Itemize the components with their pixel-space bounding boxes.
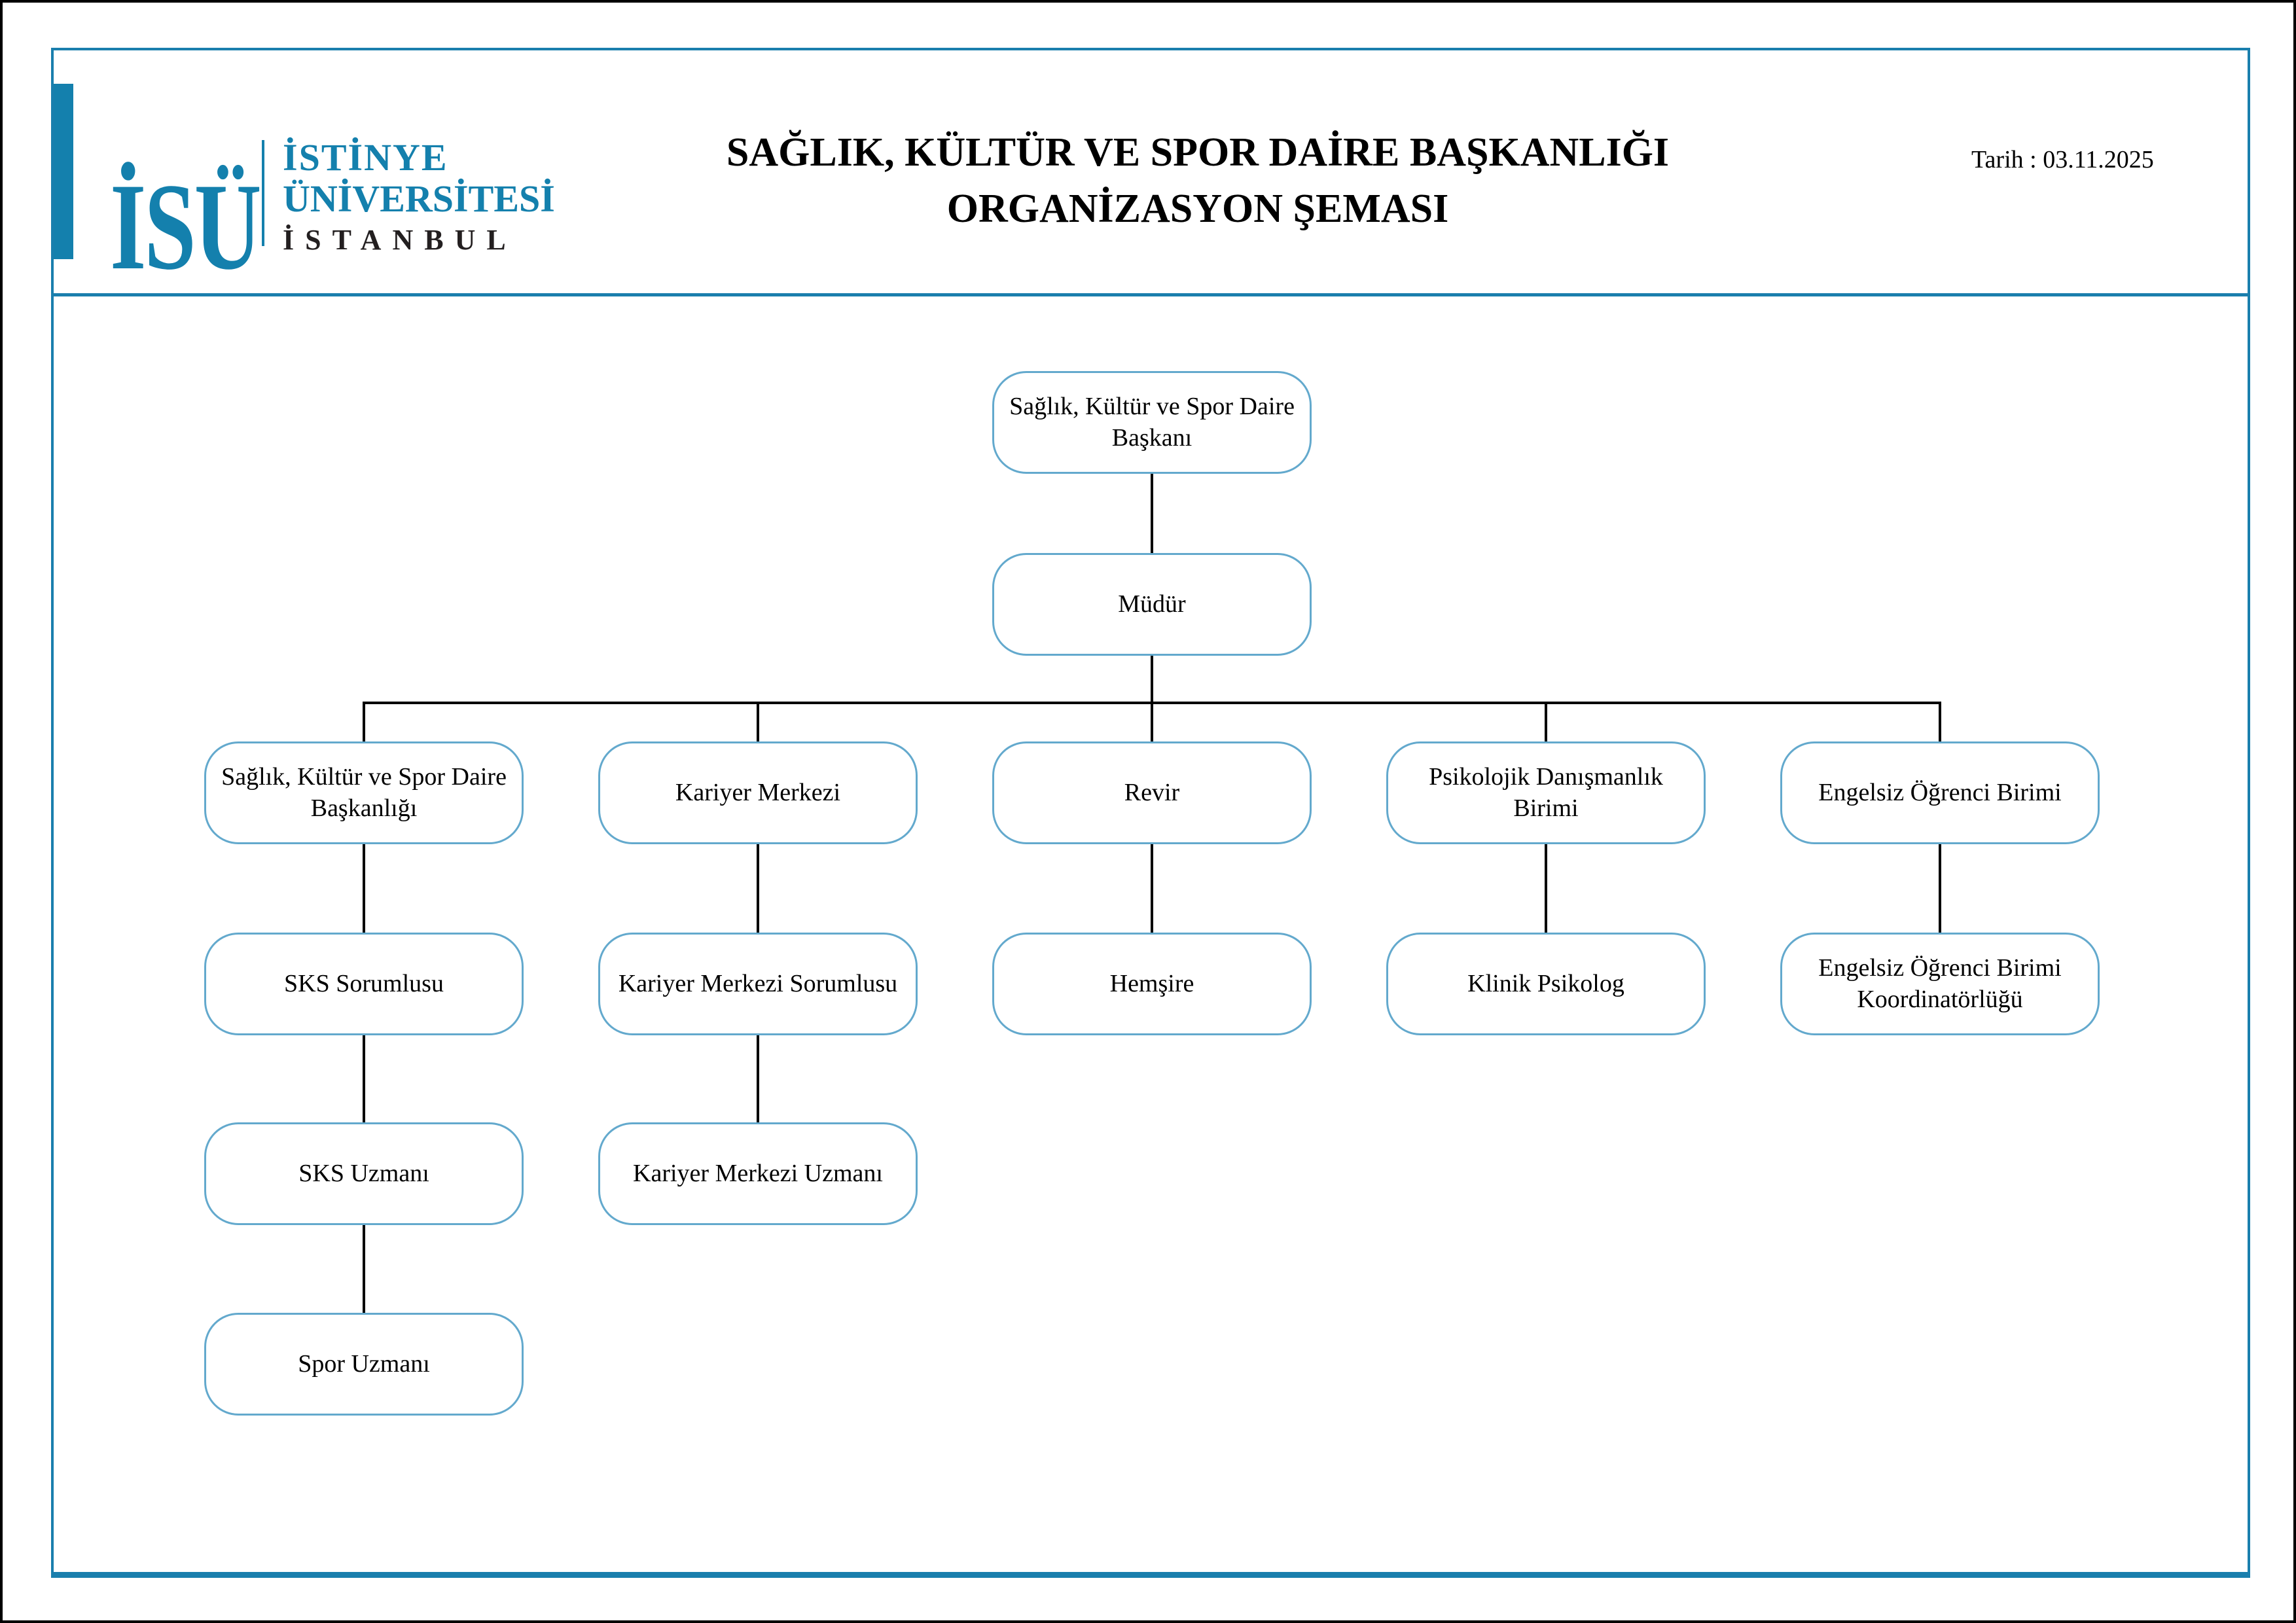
connector-line <box>1545 704 1547 741</box>
org-node-psikolojik-danismanlik: Psikolojik Danışmanlık Birimi <box>1386 741 1706 844</box>
org-node-spor-uzmani: Spor Uzmanı <box>204 1313 524 1416</box>
university-name-line2: ÜNİVERSİTESİ <box>283 177 555 220</box>
header-separator <box>51 293 2250 296</box>
page-edge-top <box>0 0 2296 3</box>
org-node-sks-daire-baskanligi: Sağlık, Kültür ve Spor Daire Başkanlığı <box>204 741 524 844</box>
org-node-kariyer-merkezi: Kariyer Merkezi <box>598 741 918 844</box>
page-edge-bottom <box>0 1620 2296 1623</box>
page-title-line1: SAĞLIK, KÜLTÜR VE SPOR DAİRE BAŞKANLIĞI <box>726 130 1670 175</box>
org-node-daire-baskani: Sağlık, Kültür ve Spor Daire Başkanı <box>992 371 1312 474</box>
org-node-engelsiz-koordinatorlugu: Engelsiz Öğrenci Birimi Koordinatörlüğü <box>1780 933 2100 1035</box>
connector-line <box>1151 844 1153 933</box>
page-edge-right <box>2293 0 2296 1623</box>
org-node-klinik-psikolog: Klinik Psikolog <box>1386 933 1706 1035</box>
org-node-mudur: Müdür <box>992 553 1312 656</box>
logo-divider-line <box>262 140 264 246</box>
connector-line <box>363 1035 365 1122</box>
connector-line <box>363 1225 365 1313</box>
connector-line <box>363 844 365 933</box>
connector-line <box>1151 656 1153 702</box>
org-node-kariyer-sorumlusu: Kariyer Merkezi Sorumlusu <box>598 933 918 1035</box>
logo-accent-bar <box>54 84 73 259</box>
date-label: Tarih : 03.11.2025 <box>1971 146 2154 173</box>
org-node-hemsire: Hemşire <box>992 933 1312 1035</box>
university-logo-abbr: İSÜ <box>110 158 262 296</box>
org-node-sks-sorumlusu: SKS Sorumlusu <box>204 933 524 1035</box>
page-title-line2: ORGANİZASYON ŞEMASI <box>946 187 1449 231</box>
org-node-engelsiz-ogrenci-birimi: Engelsiz Öğrenci Birimi <box>1780 741 2100 844</box>
org-node-sks-uzmani: SKS Uzmanı <box>204 1122 524 1225</box>
page-frame <box>51 48 2250 1578</box>
connector-line <box>757 844 759 933</box>
connector-line <box>757 1035 759 1122</box>
connector-line <box>1939 704 1941 741</box>
connector-line <box>1939 844 1941 933</box>
connector-line <box>1151 474 1153 553</box>
university-city: İSTANBUL <box>283 224 517 256</box>
connector-line <box>363 702 1941 704</box>
university-name-line1: İSTİNYE <box>283 136 448 179</box>
page-edge-left <box>0 0 3 1623</box>
connector-line <box>1545 844 1547 933</box>
connector-line <box>757 704 759 741</box>
connector-line <box>363 704 365 741</box>
university-logo-name: İSTİNYE ÜNİVERSİTESİ İSTANBUL <box>283 137 555 257</box>
page-title: SAĞLIK, KÜLTÜR VE SPOR DAİRE BAŞKANLIĞI … <box>674 124 1721 237</box>
org-node-revir: Revir <box>992 741 1312 844</box>
org-node-kariyer-uzmani: Kariyer Merkezi Uzmanı <box>598 1122 918 1225</box>
connector-line <box>1151 704 1153 741</box>
